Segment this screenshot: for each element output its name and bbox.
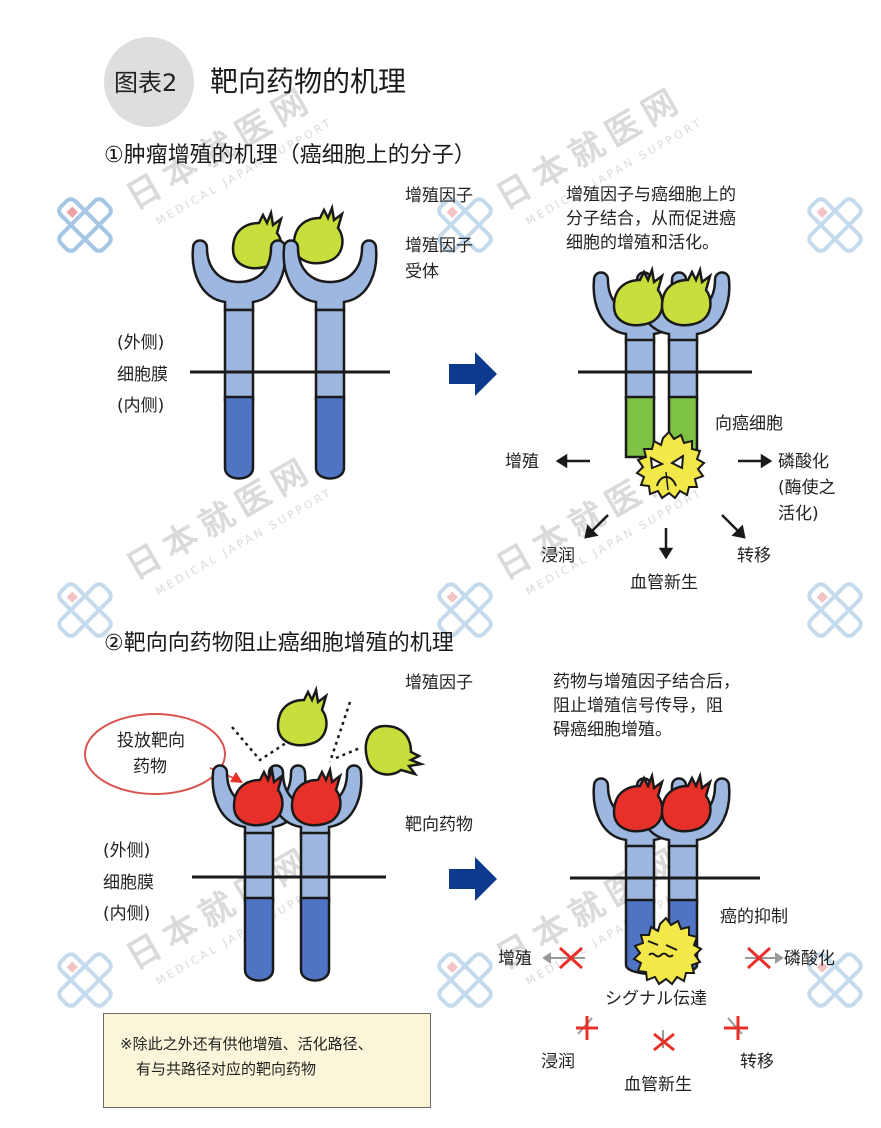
section1-heading: ①肿瘤增殖的机理（癌细胞上的分子）: [104, 143, 476, 168]
membrane-inner-label: (内侧): [103, 904, 151, 924]
transition-arrow: [449, 352, 497, 396]
label-signal-transduction: シグナル伝達: [605, 989, 707, 1009]
outcome-phosphorylation: 磷酸化: [784, 949, 835, 969]
outcome-invasion: 浸润: [541, 1052, 575, 1072]
label-growth-factor: 增殖因子: [405, 673, 473, 693]
outcome-angiogenesis: 血管新生: [624, 1075, 692, 1095]
dissociation-lines: [231, 701, 361, 763]
membrane-outer-label: (外侧): [117, 333, 165, 353]
callout-text-line2: 药物: [133, 757, 167, 777]
figure-number: 图表2: [114, 69, 178, 97]
outcome-phosphorylation-note2: 活化): [778, 504, 819, 524]
outcome-proliferation: 增殖: [498, 949, 532, 969]
label-to-cancer-cell: 向癌细胞: [715, 414, 783, 434]
blocked-outcome-arrows: [542, 946, 784, 1052]
outcome-phosphorylation: 磷酸化: [778, 452, 829, 472]
membrane-label: 细胞膜: [117, 365, 168, 385]
transition-arrow: [449, 857, 497, 901]
membrane-label: 细胞膜: [103, 873, 154, 893]
label-receptor-line1: 增殖因子: [405, 236, 473, 256]
label-growth-factor: 增殖因子: [405, 186, 473, 206]
page-title: 靶向药物的机理: [210, 65, 407, 98]
outcome-proliferation: 增殖: [505, 452, 539, 472]
callout-text-line1: 投放靶向: [117, 731, 185, 751]
receptor-pair-activated: [592, 268, 731, 459]
outcome-metastasis: 转移: [737, 546, 771, 566]
callout-bubble: [84, 713, 226, 795]
note-line: 有与共路径对应的靶向药物: [136, 1060, 317, 1078]
figure-number-badge: [104, 37, 194, 127]
note-box: ※除此之外还有供他增殖、活化路径、 有与共路径对应的靶向药物: [103, 1013, 431, 1108]
label-cancer-suppression: 癌的抑制: [720, 907, 788, 927]
outcome-angiogenesis: 血管新生: [630, 573, 698, 593]
outcome-metastasis: 转移: [740, 1052, 774, 1072]
section2-heading: ②靶向向药物阻止癌细胞增殖的机理: [104, 631, 454, 656]
membrane-inner-label: (内侧): [117, 396, 165, 416]
outcome-invasion: 浸润: [541, 546, 575, 566]
receptor-pair-drug-bound: [211, 764, 363, 982]
membrane-outer-label: (外侧): [103, 841, 151, 861]
section2-description: 药物与增殖因子结合后， 阻止增殖信号传导，阻 碍癌细胞增殖。: [553, 672, 740, 740]
outcome-phosphorylation-note1: (酶使之: [778, 478, 836, 498]
outcome-arrows: [555, 453, 773, 560]
cancer-cell-active-icon: [635, 430, 706, 500]
label-targeted-drug: 靶向药物: [405, 815, 473, 835]
cancer-cell-calm-icon: [632, 916, 703, 986]
section1-description: 增殖因子与癌细胞上的 分子结合，从而促进癌 细胞的增殖和活化。: [566, 185, 736, 253]
receptor-pair-inactive: [191, 239, 378, 480]
note-line: ※除此之外还有供他增殖、活化路径、: [120, 1035, 373, 1053]
label-receptor-line2: 受体: [405, 262, 439, 282]
